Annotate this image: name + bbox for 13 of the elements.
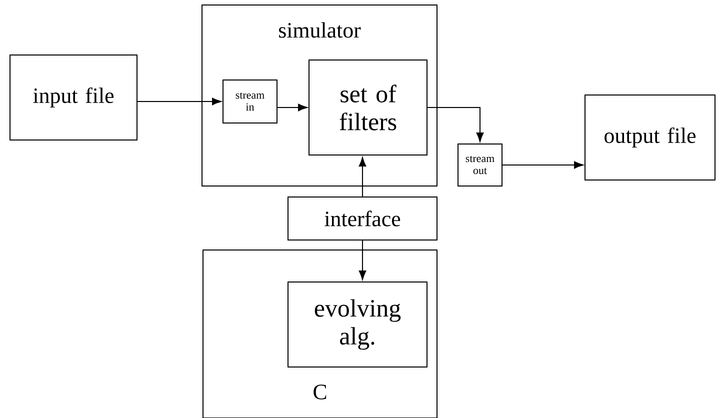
process-box: input file xyxy=(10,54,138,140)
arrow xyxy=(136,98,222,106)
process-box: output file xyxy=(584,94,716,180)
process-box: set of filters xyxy=(308,60,428,156)
arrow xyxy=(427,107,484,142)
process-box: stream in xyxy=(222,80,278,124)
arrow xyxy=(502,161,584,169)
arrow xyxy=(358,240,366,280)
process-box: stream out xyxy=(458,144,502,186)
arrow xyxy=(358,157,366,197)
arrow xyxy=(276,104,308,112)
process-box: interface xyxy=(288,196,438,240)
process-box: evolving alg. xyxy=(288,282,428,368)
